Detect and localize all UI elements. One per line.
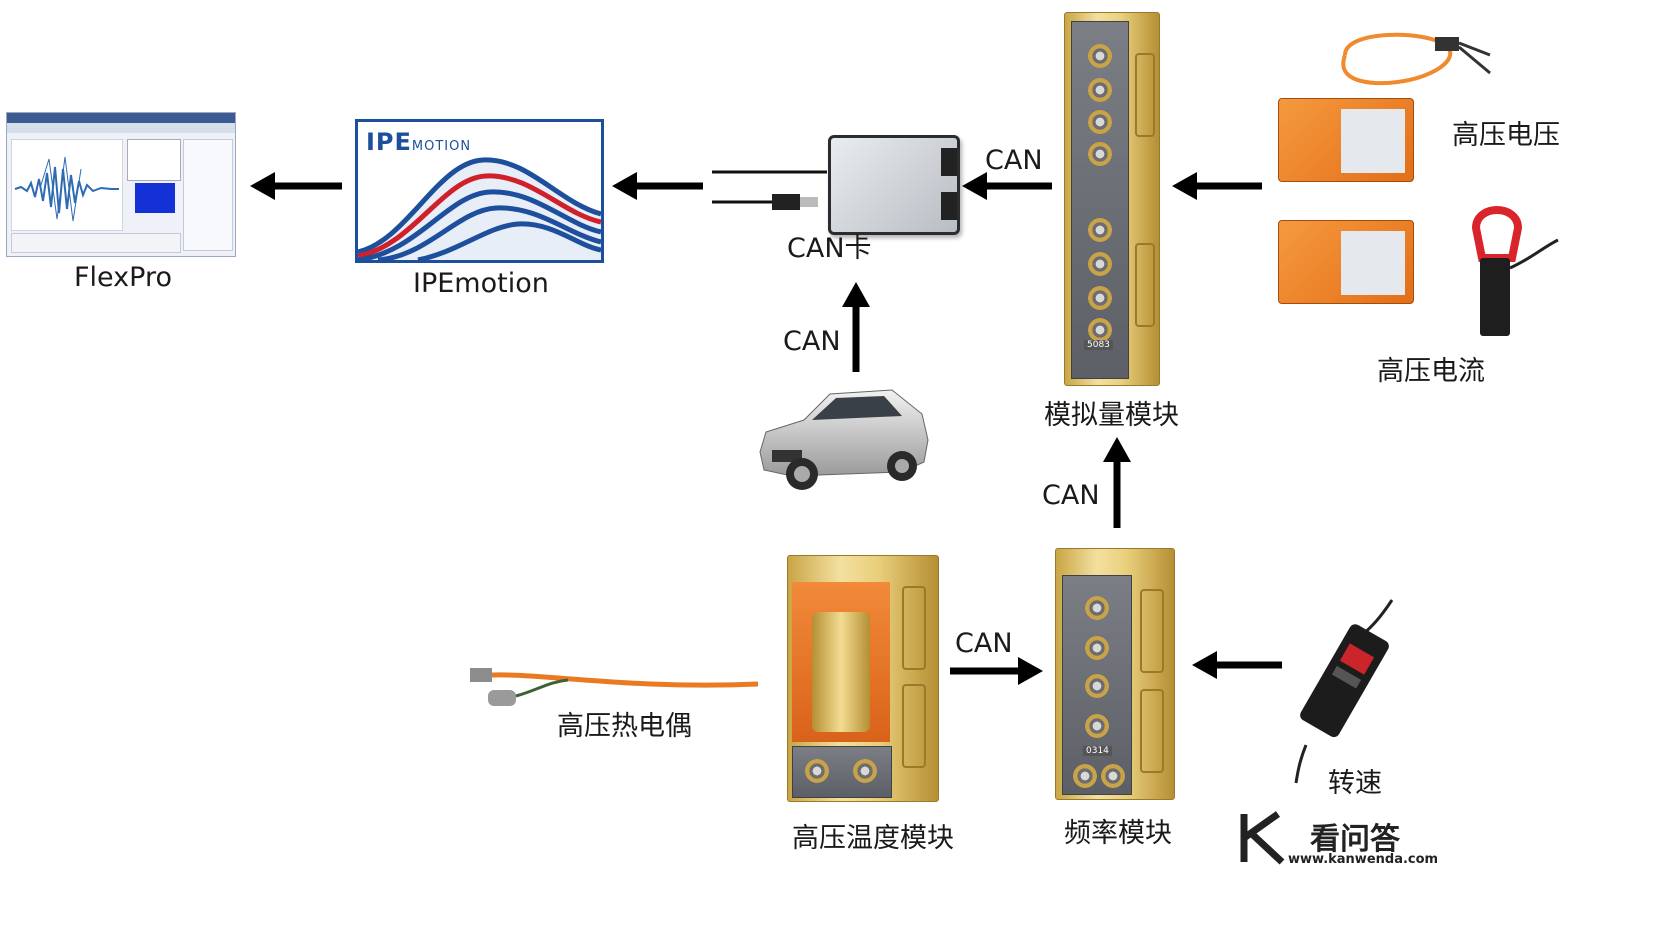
flexpro-heatmap [135,183,175,213]
freq-module-label: 频率模块 [1064,818,1172,849]
ipemotion-logo: IPEMOTION [355,119,604,263]
can-label-freq-up: CAN [1042,480,1100,511]
arrow-speed-to-freq [1192,651,1282,679]
analog-module-label: 模拟量模块 [1044,400,1179,431]
arrow-car-to-cancard [842,282,870,372]
analog-module-id: 5083 [1084,340,1113,350]
hv-thermocouple-label: 高压热电偶 [557,711,692,742]
usb-cable [712,170,827,210]
arrow-temp-to-freq [950,657,1043,685]
orange-cable [1341,32,1491,86]
watermark-k-logo [1240,811,1285,865]
freq-module: 0314 [1055,548,1175,800]
speed-sensor [1294,599,1394,784]
car-image [759,389,929,490]
arrow-analog-to-cancard [962,172,1052,200]
flexpro-waveform-plot [11,139,123,231]
hv-voltage-device [1278,98,1414,182]
motion-text: MOTION [411,139,472,154]
can-card-label: CAN卡 [787,233,872,264]
current-clamp [1471,206,1559,336]
hv-temp-module-label: 高压温度模块 [792,823,954,854]
flexpro-screenshot [6,112,236,257]
arrow-freq-to-analog [1103,437,1131,528]
arrow-ipemotion-to-flexpro [250,172,342,200]
hv-current-device [1278,220,1414,304]
arrow-sensors-to-analog [1172,172,1262,200]
freq-module-id: 0314 [1083,746,1112,756]
hv-voltage-label: 高压电压 [1452,120,1560,151]
arrow-cancard-to-ipemotion [612,172,703,200]
can-label-car: CAN [783,326,841,357]
hv-temp-module [787,555,939,802]
ipemotion-label: IPEmotion [413,268,549,299]
watermark-url: www.kanwenda.com [1288,852,1439,867]
speed-label: 转速 [1328,768,1382,799]
can-card-device [828,135,960,235]
thermocouple-cable [470,668,759,706]
hv-current-label: 高压电流 [1377,356,1485,387]
can-label-analog: CAN [985,145,1043,176]
ipemotion-curves [358,157,601,260]
ipe-text: IPE [366,128,412,156]
flexpro-label: FlexPro [74,262,172,293]
watermark-brand: 看问答 [1310,822,1400,857]
watermark: 看问答 www.kanwenda.com [1238,808,1448,870]
analog-module: 5083 [1064,12,1160,386]
can-label-temp-freq: CAN [955,628,1013,659]
